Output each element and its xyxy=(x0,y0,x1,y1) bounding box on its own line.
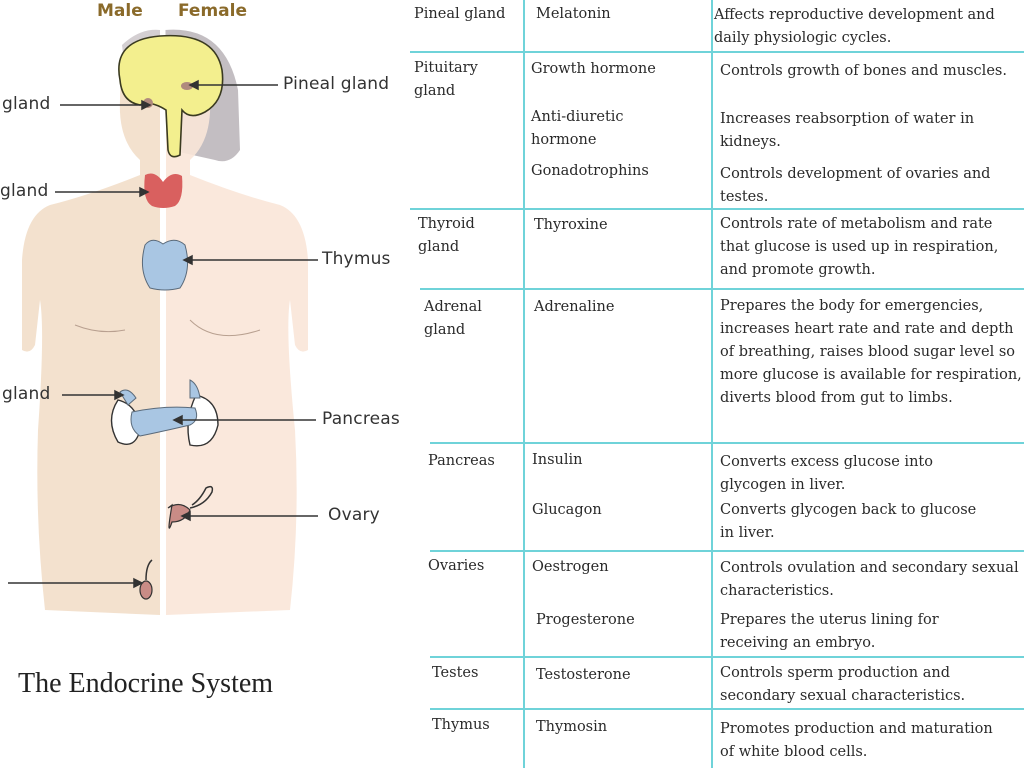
kidney-left xyxy=(110,399,141,445)
female-body xyxy=(166,35,308,615)
table-cell-effect: Controls development of ovaries and test… xyxy=(720,166,991,205)
adrenal-left xyxy=(119,389,137,406)
table-cell-effect: Converts excess glucose into glycogen in… xyxy=(720,454,933,493)
table-cell-gland: Pineal gland xyxy=(414,6,506,22)
male-header: Male xyxy=(97,1,143,21)
table-cell-effect: Prepares the uterus lining for receiving… xyxy=(720,612,939,651)
grid-line xyxy=(430,550,1024,552)
diagram-caption: The Endocrine System xyxy=(18,668,274,699)
table-cell-effect: Controls rate of metabolism and rate tha… xyxy=(720,216,999,278)
table-cell-effect: Controls sperm production and secondary … xyxy=(720,665,966,704)
table-cell-hormone: Melatonin xyxy=(536,6,611,22)
table-cell-effect: Affects reproductive development and dai… xyxy=(714,7,995,46)
table-cell-gland: Pituitary gland xyxy=(414,60,478,99)
label-thymus: Thymus xyxy=(322,249,391,269)
table-cell-effect: Controls ovulation and secondary sexual … xyxy=(720,560,1019,599)
table-cell-effect: Increases reabsorption of water in kidne… xyxy=(720,111,975,150)
table-cell-hormone: Thyroxine xyxy=(534,217,608,233)
table-cell-gland: Thymus xyxy=(432,717,490,733)
table-cell-hormone: Growth hormone xyxy=(531,61,656,77)
table-cell-hormone: Insulin xyxy=(532,452,583,468)
table-cell-gland: Adrenal gland xyxy=(424,299,482,338)
table-cell-hormone: Progesterone xyxy=(536,612,635,628)
female-header: Female xyxy=(178,1,247,21)
table-cell-effect: Prepares the body for emergencies, incre… xyxy=(720,298,1022,406)
grid-line xyxy=(420,288,1024,290)
male-body xyxy=(22,35,160,615)
table-cell-gland: Ovaries xyxy=(428,558,485,574)
table-cell-hormone: Oestrogen xyxy=(532,559,609,575)
label-pituitary-gland: gland xyxy=(2,94,51,114)
table-cell-hormone: Gonadotrophins xyxy=(531,163,649,179)
grid-line xyxy=(430,708,1024,710)
pineal-gland xyxy=(181,82,193,90)
thymus xyxy=(141,239,189,291)
label-thyroid-gland: gland xyxy=(0,181,49,201)
table-cell-hormone: Glucagon xyxy=(532,502,602,518)
fallopian-tube xyxy=(189,485,214,509)
ovary xyxy=(167,503,191,529)
table-cell-effect: Converts glycogen back to glucose in liv… xyxy=(720,502,977,541)
grid-line xyxy=(410,51,1024,53)
table-cell-hormone: Testosterone xyxy=(536,667,631,683)
table-cell-hormone: Thymosin xyxy=(536,719,608,735)
grid-line xyxy=(711,0,713,768)
label-pineal-gland: Pineal gland xyxy=(283,74,390,94)
table-cell-gland: Testes xyxy=(432,665,479,681)
table-cell-effect: Controls growth of bones and muscles. xyxy=(720,63,1007,79)
endocrine-diagram: Male Female gland gland gland Pineal gla… xyxy=(0,0,410,768)
thyroid xyxy=(144,173,183,208)
table-cell-gland: Thyroid gland xyxy=(418,216,475,255)
table-cell-hormone: Anti-diuretic hormone xyxy=(531,109,624,148)
label-pancreas: Pancreas xyxy=(322,409,400,429)
label-adrenal-gland: gland xyxy=(2,384,51,404)
adrenal-right xyxy=(189,379,201,399)
table-cell-gland: Pancreas xyxy=(428,453,495,469)
table-cell-effect: Promotes production and maturation of wh… xyxy=(720,721,993,760)
grid-line xyxy=(430,656,1024,658)
table-cell-hormone: Adrenaline xyxy=(534,299,615,315)
testis xyxy=(139,580,153,600)
grid-line xyxy=(430,442,1024,444)
pancreas xyxy=(130,406,198,437)
body-illustration xyxy=(8,29,318,620)
label-ovary: Ovary xyxy=(328,505,380,525)
grid-line xyxy=(523,0,525,768)
